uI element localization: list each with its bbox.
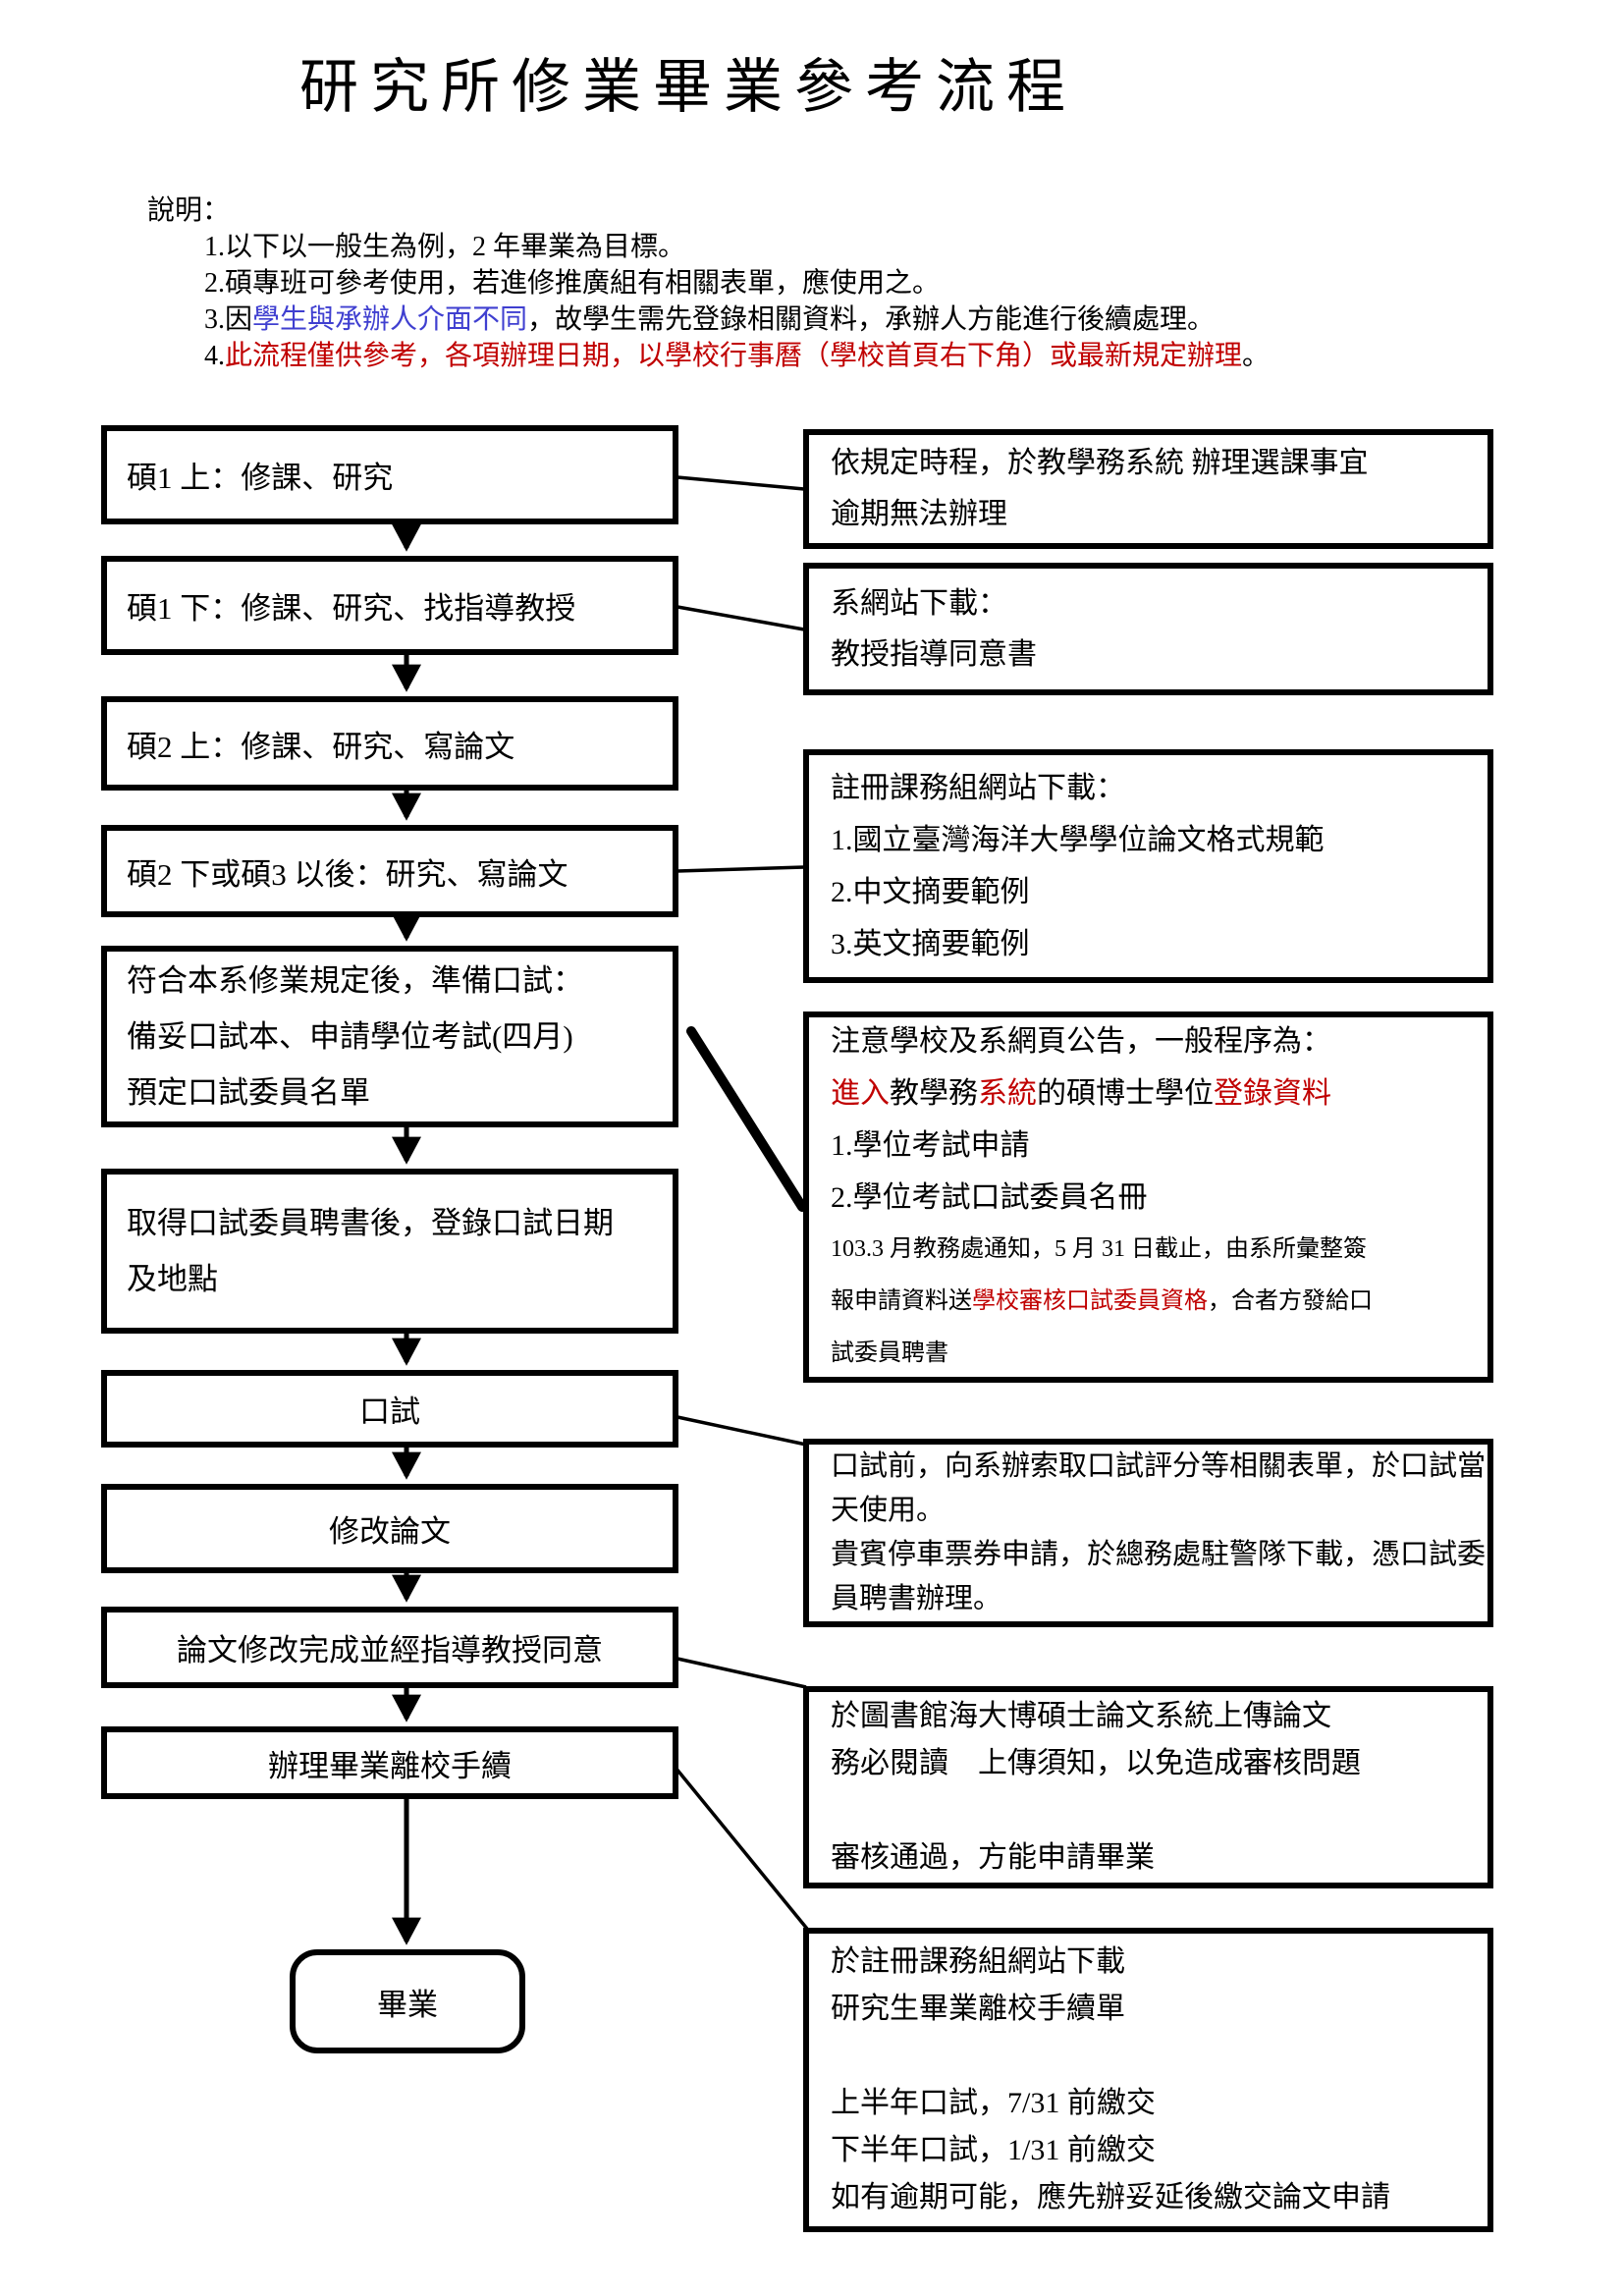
note-box-exam-forms-parking: 口試前，向系辦索取口試評分等相關表單，於口試當 天使用。 貴賓停車票券申請，於總… bbox=[803, 1439, 1493, 1627]
note-item-3-highlight: 學生與承辦人介面不同 bbox=[252, 304, 528, 335]
note-item-3: 3.因學生與承辦人介面不同，故學生需先登錄相關資料，承辦人方能進行後續處理。 bbox=[204, 304, 1216, 335]
flow-box-prepare-oral-exam: 符合本系修業規定後，準備口試： 備妥口試本、申請學位考試(四月) 預定口試委員名… bbox=[101, 946, 678, 1127]
flow-box-register-exam-date: 取得口試委員聘書後，登錄口試日期 及地點 bbox=[101, 1169, 678, 1334]
blank-line bbox=[831, 2033, 1482, 2080]
flow-box-m1-spring: 碩1 下：修課、研究、找指導教授 bbox=[101, 556, 678, 655]
mixed-color-line: 進入教學務系統的碩博士學位登錄資料 bbox=[831, 1076, 1331, 1110]
note-box-dept-download: 系網站下載： 教授指導同意書 bbox=[803, 563, 1493, 695]
note-item-1: 1.以下以一般生為例，2 年畢業為目標。 bbox=[204, 232, 686, 262]
note-box-leave-school-form: 於註冊課務組網站下載 研究生畢業離校手續單 上半年口試，7/31 前繳交 下半年… bbox=[803, 1928, 1493, 2232]
note-box-degree-exam-procedure: 注意學校及系網頁公告，一般程序為： 進入教學務系統的碩博士學位登錄資料 1.學位… bbox=[803, 1011, 1493, 1383]
flow-box-oral-exam: 口試 bbox=[101, 1370, 678, 1448]
note-box-course-selection: 依規定時程，於教學務系統 辦理選課事宜 逾期無法辦理 bbox=[803, 429, 1493, 549]
note-box-registrar-download: 註冊課務組網站下載： 1.國立臺灣海洋大學學位論文格式規範 2.中文摘要範例 3… bbox=[803, 749, 1493, 983]
mixed-color-small-line: 報申請資料送學校審核口試委員資格，合者方發給口 bbox=[831, 1287, 1373, 1314]
connector-box4-note3 bbox=[676, 865, 805, 873]
connector-box1-note1 bbox=[676, 475, 805, 491]
connector-box9-note6 bbox=[676, 1657, 807, 1689]
note-box-thesis-upload: 於圖書館海大博碩士論文系統上傳論文 務必閱讀 上傳須知，以免造成審核問題 審核通… bbox=[803, 1686, 1493, 1888]
connector-box5-note4-red bbox=[686, 1026, 807, 1212]
flow-box-revise-thesis: 修改論文 bbox=[101, 1484, 678, 1573]
blank-line bbox=[831, 1787, 1482, 1834]
page-title: 研究所修業畢業參考流程 bbox=[299, 55, 1077, 120]
flow-box-m1-fall: 碩1 上：修課、研究 bbox=[101, 425, 678, 524]
notes-block: 說明： 1.以下以一般生為例，2 年畢業為目標。 2.碩專班可參考使用，若進修推… bbox=[147, 192, 1270, 374]
flow-box-graduation: 畢業 bbox=[290, 1949, 525, 2053]
notes-heading: 說明： bbox=[147, 195, 231, 226]
flow-box-advisor-approval: 論文修改完成並經指導教授同意 bbox=[101, 1607, 678, 1688]
flow-box-m2-fall: 碩2 上：修課、研究、寫論文 bbox=[101, 696, 678, 791]
connector-box2-note2 bbox=[676, 605, 805, 631]
flow-box-leave-school-procedure: 辦理畢業離校手續 bbox=[101, 1726, 678, 1799]
note-item-2: 2.碩專班可參考使用，若進修推廣組有相關表單，應使用之。 bbox=[204, 268, 941, 299]
flow-box-m2-spring: 碩2 下或碩3 以後：研究、寫論文 bbox=[101, 825, 678, 917]
connector-box7-note5 bbox=[676, 1415, 807, 1447]
note-item-4-highlight: 此流程僅供參考，各項辦理日期，以學校行事曆（學校首頁右下角）或最新規定辦理 bbox=[225, 341, 1243, 371]
connector-box10-note7 bbox=[674, 1766, 809, 1931]
note-item-4: 4.此流程僅供參考，各項辦理日期，以學校行事曆（學校首頁右下角）或最新規定辦理。 bbox=[204, 341, 1271, 371]
